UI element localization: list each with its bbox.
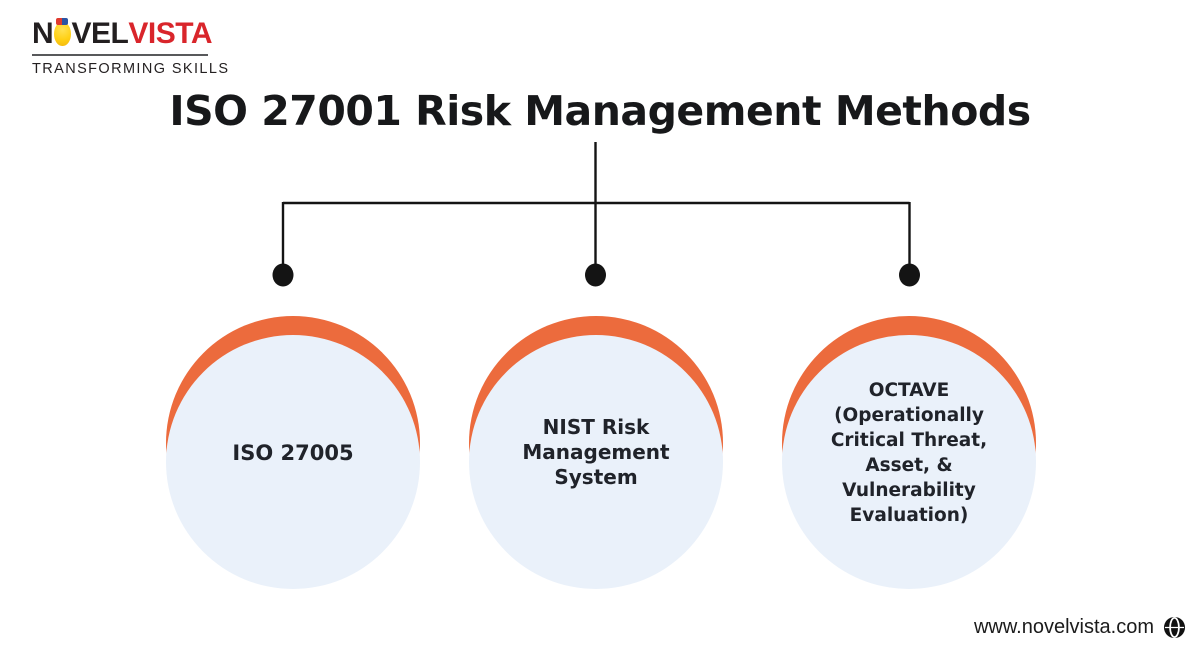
logo-cap-blue-icon [62, 17, 69, 25]
logo-text-vista: VISTA [128, 17, 212, 50]
connector-dot-middle [585, 263, 606, 287]
node-label: NIST Risk Management System [522, 415, 670, 489]
website-url: www.novelvista.com [973, 616, 1154, 638]
node-circle [469, 335, 723, 589]
node-iso-27005: ISO 27005 [166, 316, 420, 589]
logo-ball-icon [54, 17, 71, 46]
node-circle [782, 335, 1036, 589]
connector-dot-right [899, 263, 920, 287]
logo-text-vel: VEL [71, 17, 129, 50]
page-title: ISO 27001 Risk Management Methods [169, 87, 1031, 135]
logo-cap-red-icon [56, 17, 63, 25]
logo-wordmark: N VEL VISTA [32, 17, 212, 50]
node-label: OCTAVE (Operationally Critical Threat, A… [830, 379, 988, 526]
connector-dot-left [272, 263, 294, 287]
footer: www.novelvista.com [974, 616, 1186, 639]
logo-tagline: TRANSFORMING SKILLS [32, 60, 230, 77]
globe-icon [1163, 616, 1186, 639]
logo-divider [32, 53, 208, 56]
node-nist-risk-management-system: NIST Risk Management System [469, 316, 723, 589]
node-circle [166, 335, 420, 589]
node-label: ISO 27005 [232, 440, 354, 465]
node-octave: OCTAVE (Operationally Critical Threat, A… [782, 316, 1036, 589]
novelvista-logo: N VEL VISTA TRANSFORMING SKILLS [32, 17, 230, 77]
logo-text-n: N [32, 17, 54, 50]
